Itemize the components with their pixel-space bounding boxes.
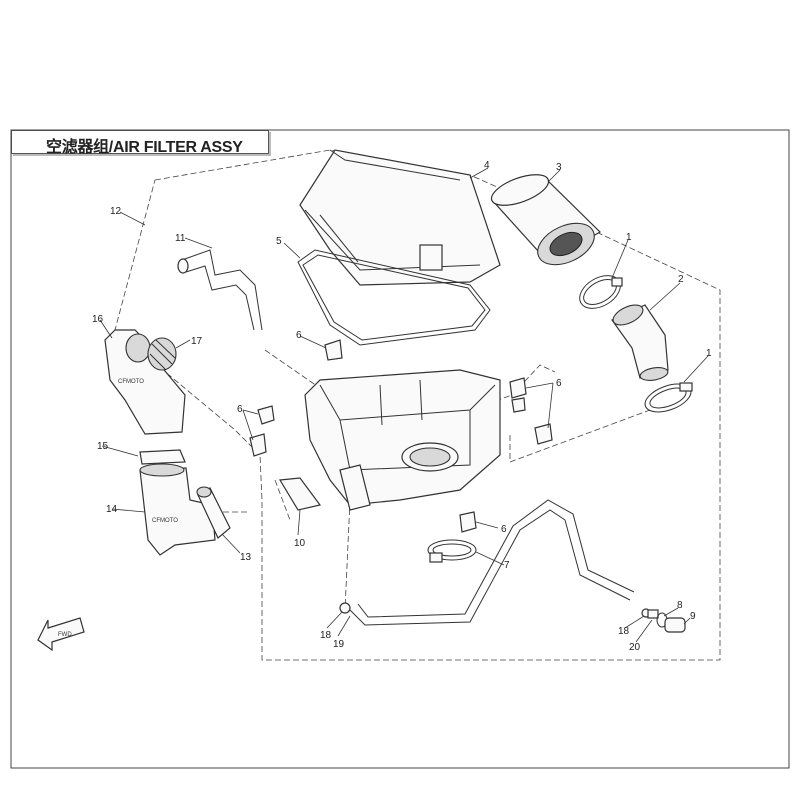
callout-15: 15 — [97, 441, 109, 452]
air-filter-cover — [299, 149, 501, 286]
filter-element — [490, 174, 601, 266]
dashed-leader — [274, 479, 291, 521]
callout-6-left: 6 — [237, 404, 243, 415]
diagram-frame — [10, 129, 790, 769]
drain-fitting-20 — [647, 609, 659, 619]
dashed-leader — [344, 499, 351, 611]
callout-6-right: 6 — [556, 378, 562, 389]
filter-housing — [278, 369, 501, 511]
spring-clip — [511, 397, 526, 413]
callout-14: 14 — [106, 504, 118, 515]
duct-gasket — [139, 449, 186, 465]
callout-17: 17 — [191, 336, 203, 347]
spring-clip — [509, 377, 527, 399]
hose-clip-18 — [339, 602, 351, 614]
hose-clamp-7 — [427, 539, 477, 563]
callout-11: 11 — [175, 233, 186, 244]
dashed-leader — [509, 409, 651, 463]
spring-clip — [249, 433, 267, 457]
callout-4: 4 — [484, 160, 490, 171]
leader-lines — [99, 167, 709, 643]
spring-clip — [534, 423, 553, 445]
intake-screen — [147, 337, 177, 371]
assembly-boundary — [114, 149, 721, 661]
rubber-sleeve — [196, 486, 231, 539]
callout-8: 8 — [677, 600, 683, 611]
svg-text:CFMOTO: CFMOTO — [118, 379, 144, 385]
intake-duct: CFMOTO — [104, 329, 186, 435]
callout-9: 9 — [690, 611, 696, 622]
spring-clip — [257, 405, 275, 425]
drain-tube — [349, 499, 635, 626]
spring-clip — [459, 511, 477, 533]
title-box: 空滤器组/AIR FILTER ASSY — [11, 130, 269, 156]
callout-18-left: 18 — [320, 630, 332, 641]
cover-gasket — [297, 249, 491, 346]
forward-label: FWD — [58, 632, 72, 638]
callout-6-bottom: 6 — [501, 524, 507, 535]
callout-7: 7 — [504, 560, 510, 571]
callout-2: 2 — [678, 274, 684, 285]
rubber-connector — [611, 304, 669, 381]
hose-clamp-lower — [644, 382, 693, 413]
breather-tube — [177, 249, 263, 331]
callout-3: 3 — [556, 162, 562, 173]
callout-19: 19 — [333, 639, 345, 650]
intake-tube: CFMOTO — [139, 463, 216, 556]
callout-12: 12 — [110, 206, 122, 217]
forward-arrow: FWD — [37, 617, 85, 652]
callout-1-upper: 1 — [626, 232, 632, 243]
diagram-title: 空滤器组/AIR FILTER ASSY — [46, 139, 243, 156]
callout-13: 13 — [240, 552, 252, 563]
callout-6-top: 6 — [296, 330, 302, 341]
callout-1-lower: 1 — [706, 348, 712, 359]
callout-5: 5 — [276, 236, 282, 247]
callout-20: 20 — [629, 642, 641, 653]
callout-16: 16 — [92, 314, 104, 325]
callout-10: 10 — [294, 538, 306, 549]
callout-labels: 12 11 5 4 3 1 2 1 6 6 6 6 7 10 16 17 15 … — [92, 160, 712, 653]
hose-clamp-upper — [579, 275, 623, 309]
drain-plug-9 — [664, 617, 686, 633]
svg-text:CFMOTO: CFMOTO — [152, 518, 178, 524]
callout-18-right: 18 — [618, 626, 630, 637]
spring-clip — [324, 339, 343, 361]
